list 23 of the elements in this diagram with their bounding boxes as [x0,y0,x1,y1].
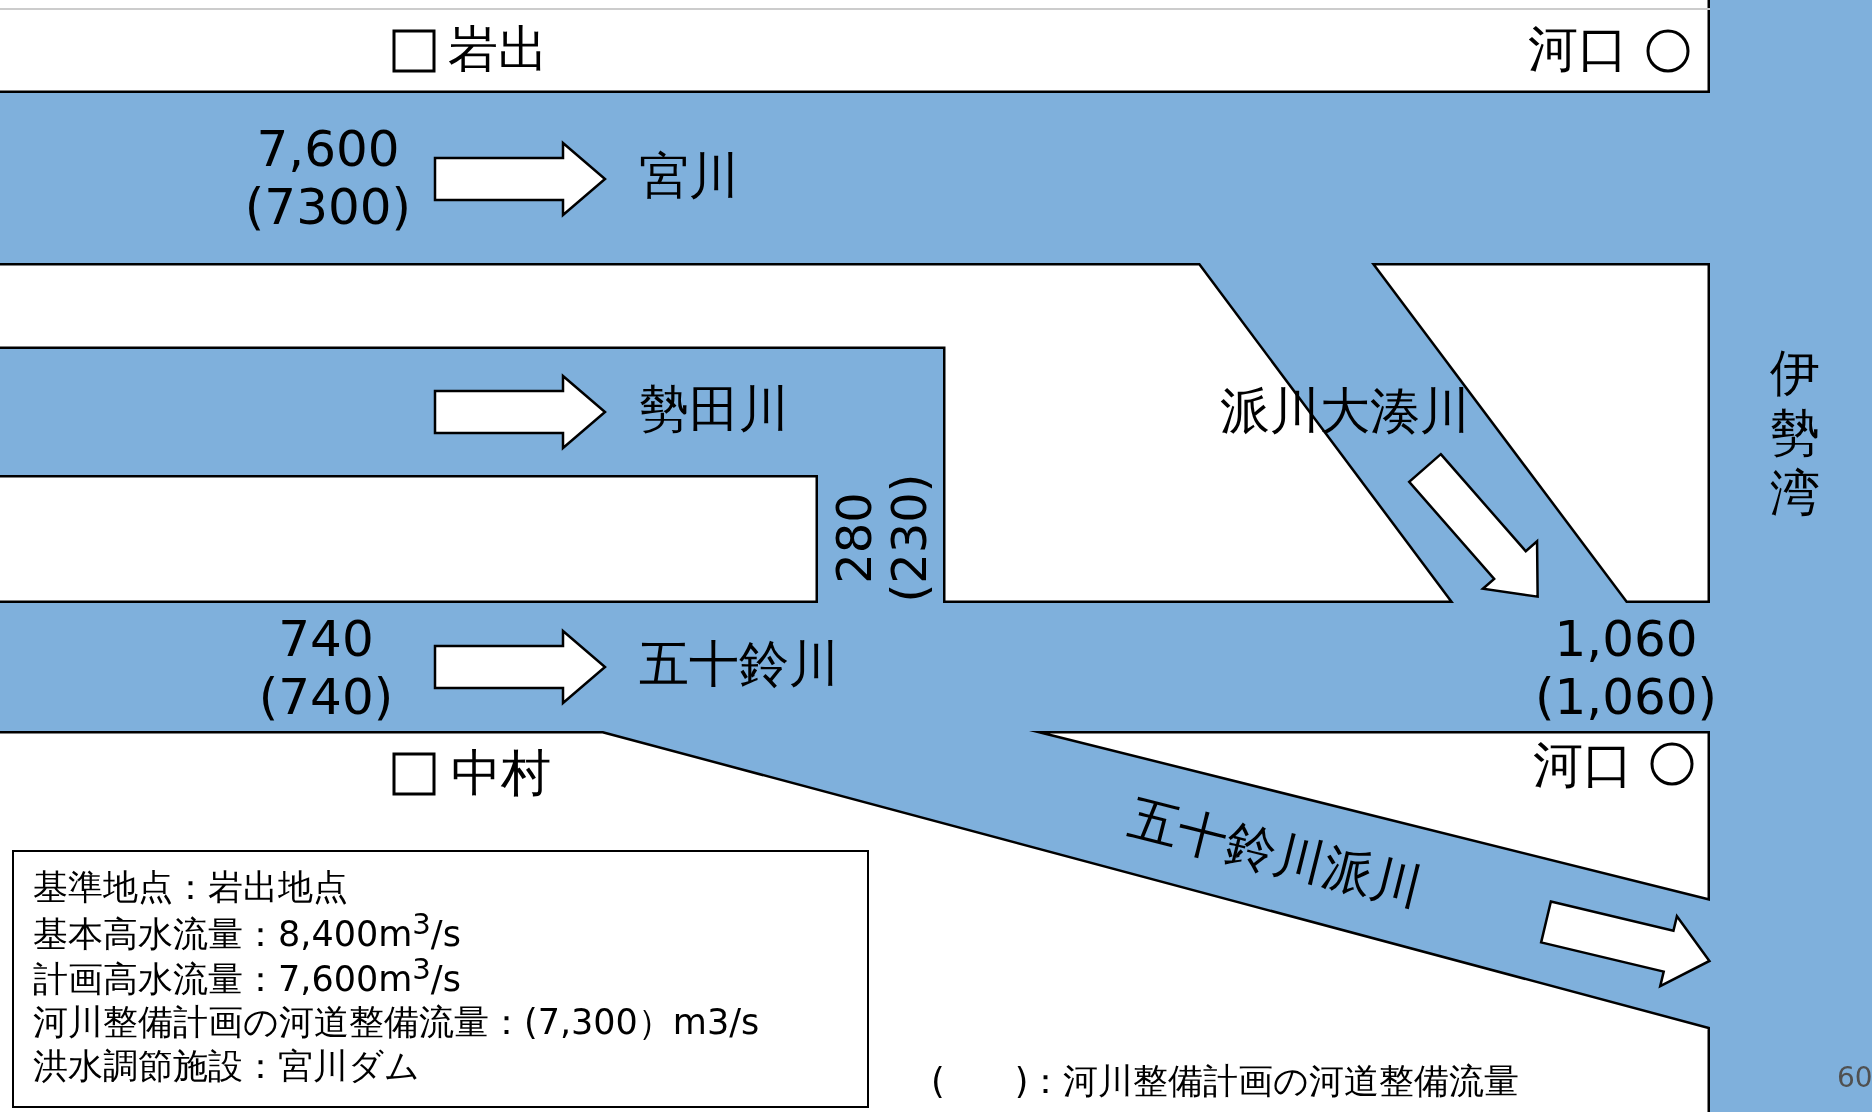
note-text: ( )：河川整備計画の河道整備流量 [931,1060,1520,1102]
river-name: 宮川 [639,148,739,206]
info-line: 河川整備計画の河道整備流量：(7,300）m3/s [33,1001,760,1043]
flow-value: 280 (230) [826,472,938,605]
flow-value: 740 (740) [257,610,395,726]
river-name: 勢田川 [639,381,789,439]
page-number: 60 [1837,1061,1872,1095]
info-line: 基準地点：岩出地点 [33,866,348,908]
river-name: 派川大湊川 [1220,383,1470,441]
river-band [0,349,943,603]
station-name: 河口 [1533,737,1633,795]
station-name: 河口 [1528,21,1628,79]
info-line: 洪水調節施設：宮川ダム [33,1045,420,1087]
river-name: 五十鈴川派川 [1122,789,1428,919]
flow-value: 7,600 (7300) [243,120,413,236]
river-name: 五十鈴川 [639,636,839,694]
station-name: 中村 [451,745,551,803]
bay-name: 伊勢湾 [1769,343,1821,523]
info-line: 基本高水流量：8,400m$^{3}$/s [33,907,461,955]
info-line: 計画高水流量：7,600m$^{3}$/s [33,952,461,1000]
info-box [12,850,869,1108]
station-name: 岩出 [448,21,548,79]
flow-value: 1,060 (1,060) [1533,610,1719,726]
